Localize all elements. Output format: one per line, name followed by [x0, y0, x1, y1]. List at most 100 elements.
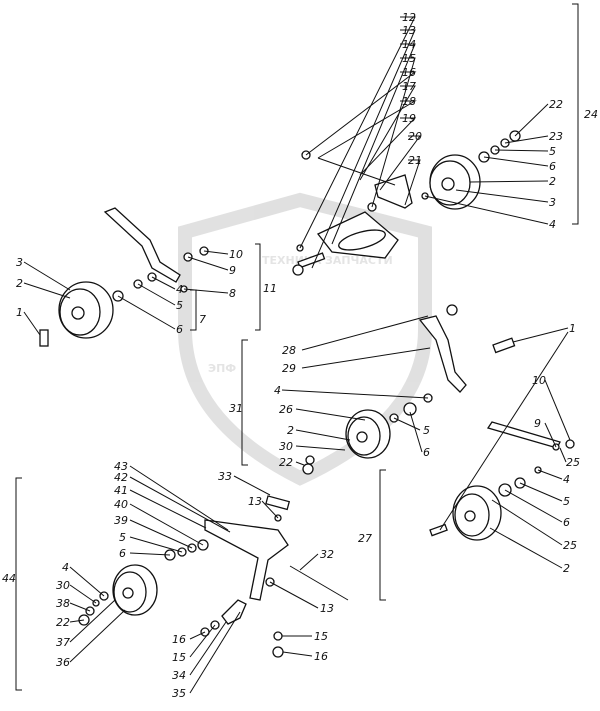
nut-10-right: [565, 439, 575, 449]
callout-2-center: 2: [287, 424, 294, 437]
callout-34: 34: [172, 669, 186, 682]
callout-2-top: 2: [549, 175, 556, 188]
callout-10-right: 10: [532, 374, 546, 387]
nut-16-loose: [272, 646, 284, 658]
leader-lines: [15, 3, 579, 694]
pulley-assembly-center: [302, 304, 467, 475]
callout-39: 39: [114, 514, 128, 527]
callout-14: 14: [402, 38, 416, 51]
bracket-41: [204, 519, 289, 601]
callout-2-right: 2: [563, 562, 570, 575]
callout-42: 42: [114, 471, 128, 484]
callout-3-left: 3: [16, 256, 23, 269]
bracket-29: [418, 315, 467, 393]
callout-9-left: 9: [229, 264, 236, 277]
callout-1-left: 1: [16, 306, 23, 319]
callout-5-left: 5: [176, 299, 183, 312]
callout-9-right: 9: [534, 417, 541, 430]
callout-25-upper: 25: [566, 456, 580, 469]
callout-36: 36: [56, 656, 70, 669]
bracket-20: [374, 174, 413, 209]
callout-10-left: 10: [229, 248, 243, 261]
callout-37: 37: [56, 636, 70, 649]
callout-6-right: 6: [563, 516, 570, 529]
callout-5-right: 5: [563, 495, 570, 508]
callout-6-left: 6: [176, 323, 183, 336]
pulley-2-right-hub: [464, 510, 476, 522]
bolt-33: [265, 495, 291, 511]
pulley-hub-left: [71, 306, 85, 320]
callout-7: 7: [199, 313, 206, 326]
callout-16-bottom: 16: [172, 633, 186, 646]
bracket-25: [486, 421, 561, 449]
watermark: ТЕХНИКА ЗАПЧАСТИ ЭПФ: [178, 192, 432, 486]
bolt-18: [317, 157, 396, 186]
callout-35: 35: [172, 687, 186, 700]
callout-41: 41: [114, 484, 128, 497]
callout-22-center: 22: [279, 456, 293, 469]
callout-labels: 12 13 14 15 16 17 18 19 20 21 22 23 5 6 …: [2, 11, 598, 700]
callout-16: 16: [402, 66, 416, 79]
callout-4-center: 4: [274, 384, 281, 397]
callout-30-bottom: 30: [56, 579, 70, 592]
callout-4-bottom: 4: [62, 561, 69, 574]
callout-6-top: 6: [549, 160, 556, 173]
washer-6-center: [403, 402, 417, 416]
callout-15: 15: [402, 52, 416, 65]
callout-26: 26: [279, 403, 293, 416]
callout-15-right: 15: [314, 630, 328, 643]
callout-11: 11: [263, 282, 277, 295]
bolt-32: [289, 565, 349, 601]
callout-33: 33: [218, 470, 232, 483]
nut-22-center: [302, 463, 314, 475]
callout-25-lower: 25: [563, 539, 577, 552]
pulley-assembly-top-right: [292, 130, 521, 276]
callout-43: 43: [114, 460, 128, 473]
callout-17: 17: [402, 80, 416, 93]
slot: [338, 229, 386, 251]
callout-6-center: 6: [423, 446, 430, 459]
callout-27: 27: [358, 532, 372, 545]
callout-31: 31: [229, 402, 243, 415]
callout-32: 32: [320, 548, 334, 561]
callout-4-left: 4: [176, 283, 183, 296]
callout-44: 44: [2, 572, 16, 585]
bracket-34: [221, 599, 247, 625]
pulley-assembly-left: [39, 207, 209, 347]
callout-4-right: 4: [563, 473, 570, 486]
callout-30-center: 30: [279, 440, 293, 453]
callout-5-bottom: 5: [119, 531, 126, 544]
callout-18: 18: [402, 95, 416, 108]
callout-12: 12: [402, 11, 416, 24]
callout-21: 21: [408, 154, 422, 167]
callout-19: 19: [402, 112, 416, 125]
callout-16-right: 16: [314, 650, 328, 663]
callout-8: 8: [229, 287, 236, 300]
callout-13: 13: [402, 24, 416, 37]
watermark-shield: [178, 192, 432, 486]
bolt-1-left: [39, 329, 49, 347]
callout-15-bottom: 15: [172, 651, 186, 664]
callout-13-bottom: 13: [320, 602, 334, 615]
callout-22-bottom: 22: [56, 616, 70, 629]
washer-15-loose: [273, 631, 283, 641]
callout-23: 23: [549, 130, 563, 143]
callout-22-top: 22: [549, 98, 563, 111]
bolt-1-lower-right: [429, 523, 448, 537]
callout-38: 38: [56, 597, 70, 610]
callout-28: 28: [282, 344, 296, 357]
callout-24: 24: [584, 108, 598, 121]
bolt-head: [292, 264, 304, 276]
pulley-26-hub: [356, 431, 368, 443]
callout-6-bottom: 6: [119, 547, 126, 560]
callout-1-right: 1: [569, 322, 576, 335]
callout-20: 20: [408, 130, 422, 143]
callout-13-middle: 13: [248, 495, 262, 508]
callout-4-top: 4: [549, 218, 556, 231]
watermark-logo-text: ЭПФ: [208, 362, 236, 375]
callout-3-top: 3: [549, 196, 556, 209]
callout-5-center: 5: [423, 424, 430, 437]
part-28: [446, 304, 458, 316]
